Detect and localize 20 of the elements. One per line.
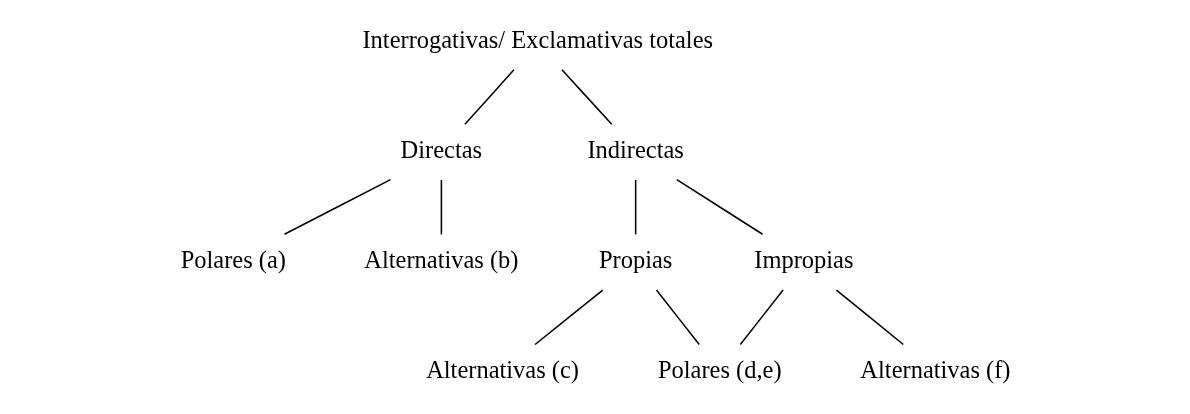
node-text: Alternativas (f) — [859, 356, 1011, 384]
node-text: Polares (a) — [180, 245, 286, 273]
connector — [739, 289, 784, 346]
connector — [440, 179, 442, 236]
connector — [283, 178, 391, 235]
node-text: Alternativas (b) — [363, 245, 519, 273]
connector — [463, 69, 515, 125]
connector — [560, 69, 612, 125]
node-text: Alternativas (c) — [425, 356, 579, 384]
node-text: Impropias — [753, 245, 854, 273]
node-text: Propias — [598, 245, 672, 273]
connector — [675, 178, 763, 235]
node-text: Indirectas — [586, 135, 684, 163]
node-text: Directas — [400, 135, 482, 163]
connector — [835, 289, 904, 346]
node-text: Polares (d,e) — [657, 356, 782, 384]
connector — [634, 179, 636, 236]
connector — [655, 289, 700, 346]
node-text: Interrogativas/ Exclamativas totales — [361, 25, 713, 53]
connector — [533, 289, 603, 346]
